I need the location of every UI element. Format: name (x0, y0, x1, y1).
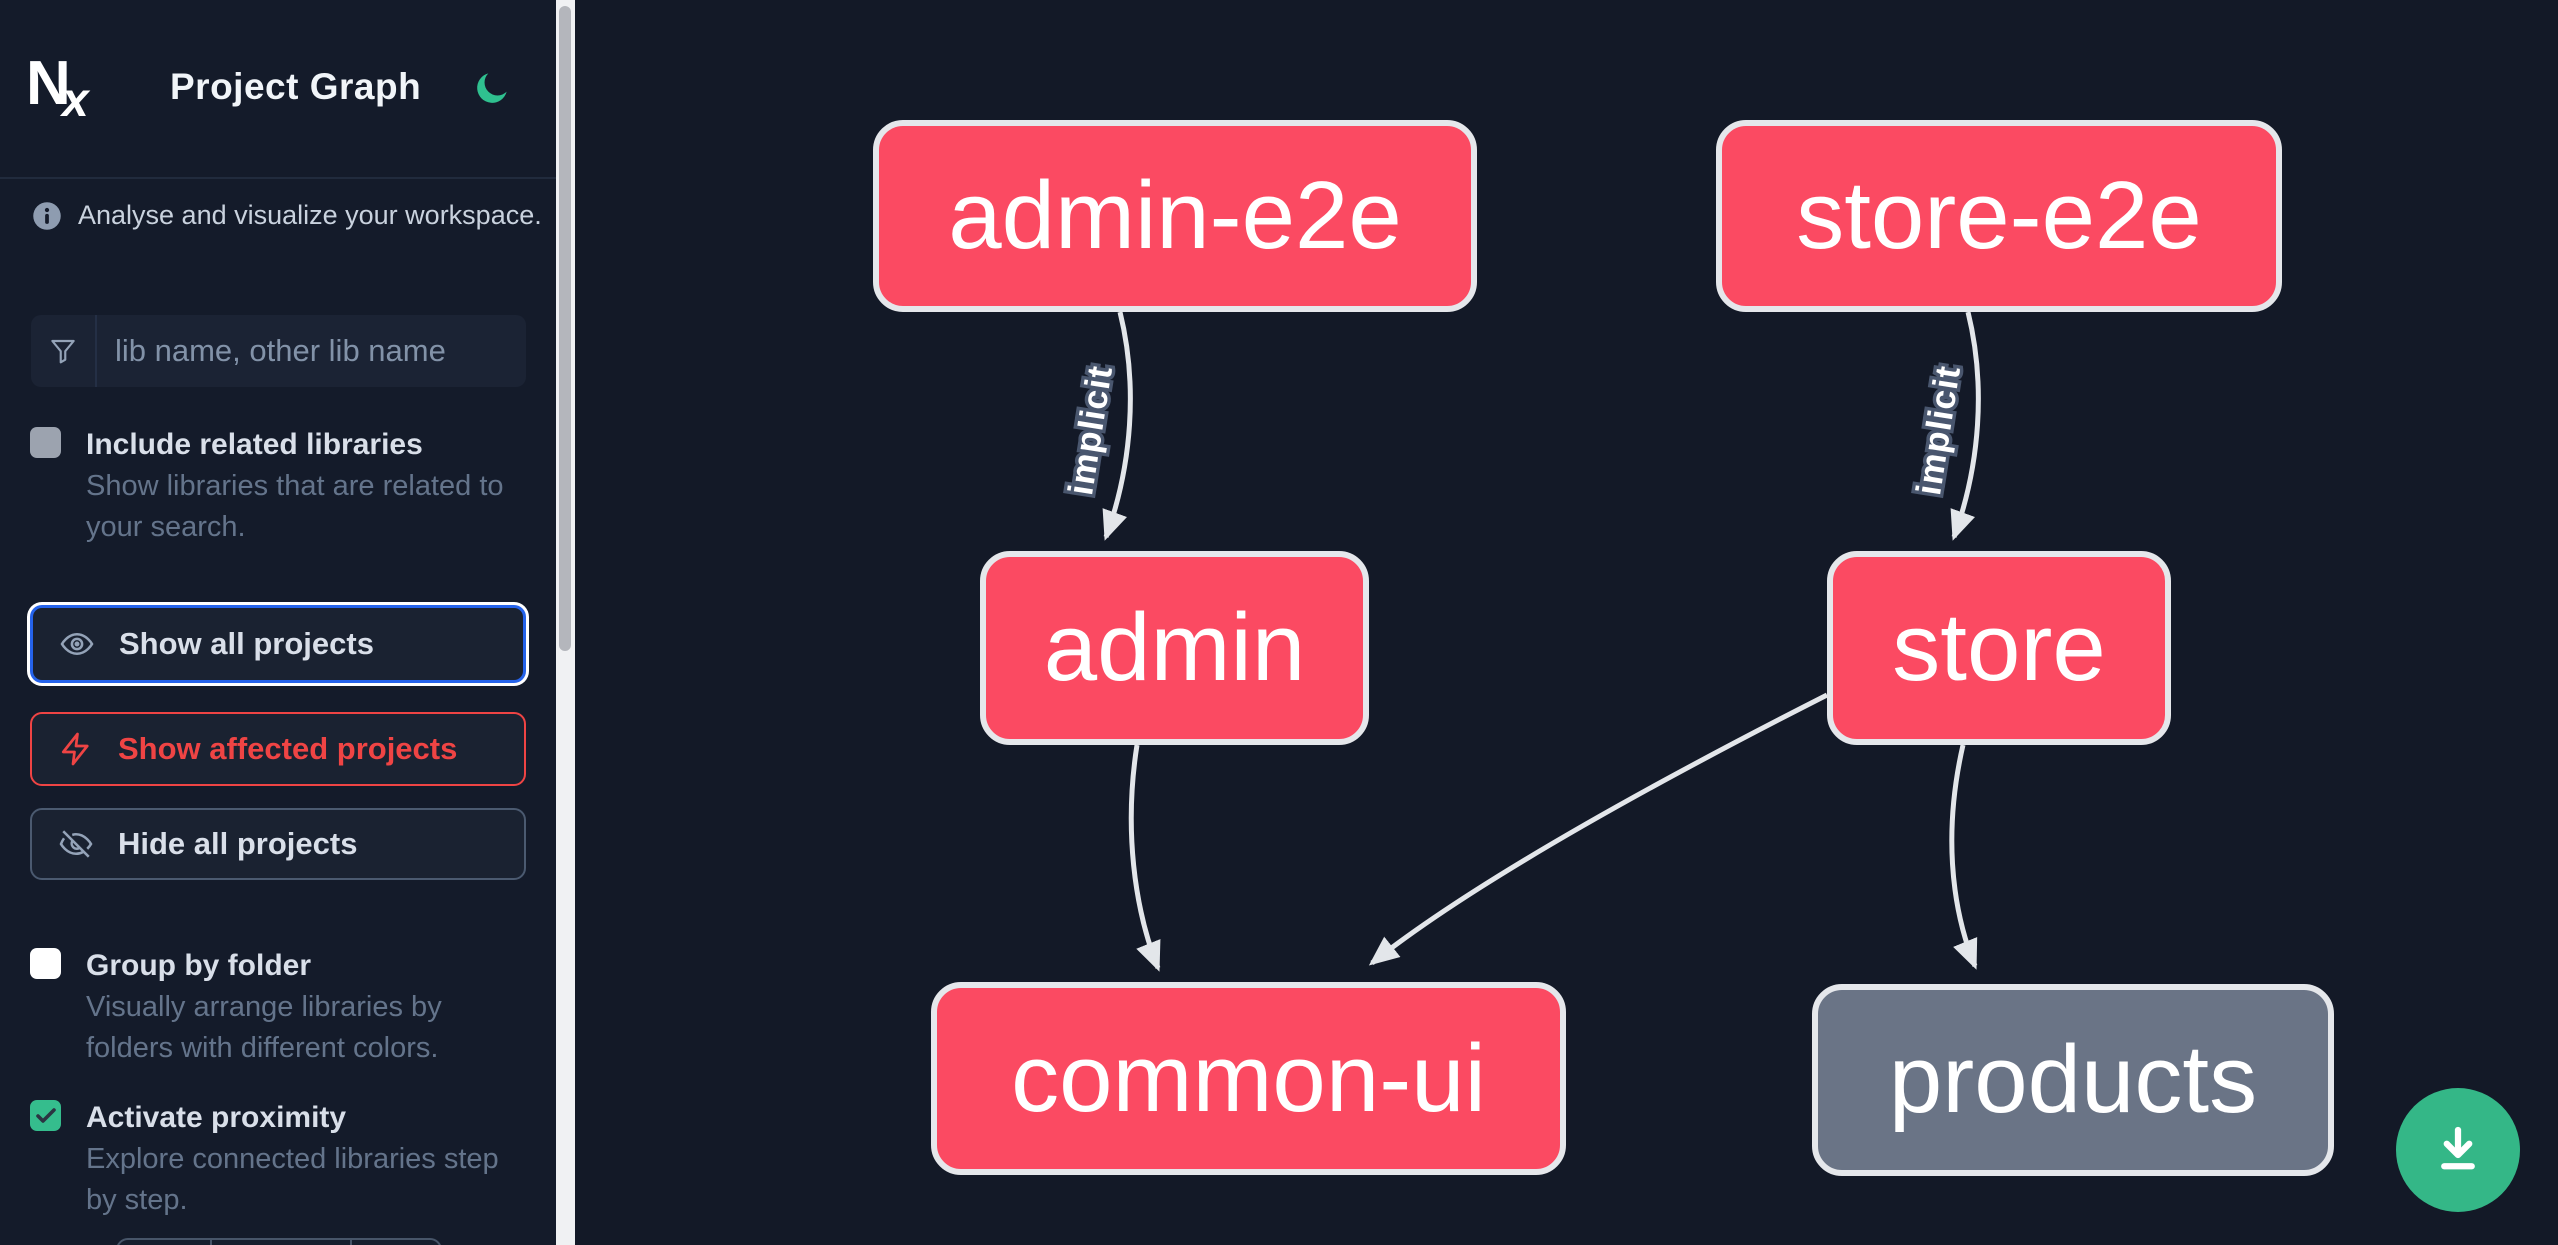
group-by-folder-label: Group by folder (86, 949, 311, 982)
eye-off-icon (59, 830, 93, 858)
checkmark-icon (35, 1107, 56, 1123)
filter-funnel-icon (51, 339, 75, 364)
include-related-label: Include related libraries (86, 428, 423, 461)
edge-store-to-common-ui[interactable] (1368, 692, 1829, 966)
edge-admin-e2e-to-admin[interactable] (1102, 311, 1133, 541)
hide-all-projects-label: Hide all projects (118, 826, 358, 861)
header-divider (0, 177, 558, 179)
graph-node-common-ui[interactable]: common-ui (931, 982, 1566, 1175)
graph-node-admin[interactable]: admin (980, 551, 1369, 745)
hide-all-projects-button[interactable]: Hide all projects (30, 808, 526, 880)
nx-logo-icon: N x (26, 52, 91, 120)
info-icon (33, 201, 61, 230)
download-graph-button[interactable] (2396, 1088, 2520, 1212)
edge-label-implicit: implicit (1909, 363, 1968, 498)
search-input[interactable]: lib name, other lib name (31, 315, 526, 387)
activate-proximity-description: Explore connected libraries step by step… (86, 1143, 499, 1216)
show-affected-projects-label: Show affected projects (118, 731, 458, 766)
edge-store-e2e-to-store[interactable] (1950, 311, 1981, 541)
edge-store-to-products[interactable] (1949, 744, 1978, 970)
edge-label-implicit: implicit (1061, 363, 1120, 498)
show-affected-projects-button[interactable]: Show affected projects (30, 712, 526, 786)
eye-icon (60, 632, 94, 656)
workspace-intro: Analyse and visualize your workspace. (32, 200, 542, 231)
sidebar: N x Project Graph Analyse and visualize … (0, 0, 558, 1245)
intro-text: Analyse and visualize your workspace. (78, 200, 542, 230)
lightning-bolt-icon (61, 732, 89, 766)
theme-toggle-button[interactable] (472, 68, 512, 108)
show-all-projects-button[interactable]: Show all projects (30, 605, 526, 683)
graph-node-store-e2e[interactable]: store-e2e (1716, 120, 2282, 312)
download-icon (2441, 1126, 2475, 1170)
search-placeholder: lib name, other lib name (115, 333, 446, 368)
activate-proximity-label: Activate proximity (86, 1101, 347, 1134)
group-by-folder-checkbox[interactable] (30, 948, 61, 979)
graph-node-products[interactable]: products (1812, 984, 2334, 1176)
include-related-description: Show libraries that are related to your … (86, 470, 504, 543)
graph-node-store[interactable]: store (1827, 551, 2171, 745)
sidebar-scrollbar-track[interactable] (556, 0, 575, 1245)
page-title: Project Graph (170, 66, 422, 107)
include-related-checkbox[interactable] (30, 427, 61, 458)
svg-text:x: x (59, 74, 91, 120)
edge-admin-to-common-ui[interactable] (1128, 744, 1161, 972)
graph-node-admin-e2e[interactable]: admin-e2e (873, 120, 1477, 312)
depth-control-segment[interactable] (212, 1240, 352, 1245)
show-all-projects-label: Show all projects (119, 626, 374, 661)
depth-control-segment[interactable] (118, 1240, 212, 1245)
group-by-folder-description: Visually arrange libraries by folders wi… (86, 991, 442, 1064)
svg-text:N: N (26, 52, 71, 118)
moon-icon (477, 73, 507, 103)
activate-proximity-checkbox[interactable] (30, 1100, 61, 1131)
filter-icon-cell (31, 315, 97, 387)
sidebar-scrollbar-thumb[interactable] (559, 6, 571, 651)
